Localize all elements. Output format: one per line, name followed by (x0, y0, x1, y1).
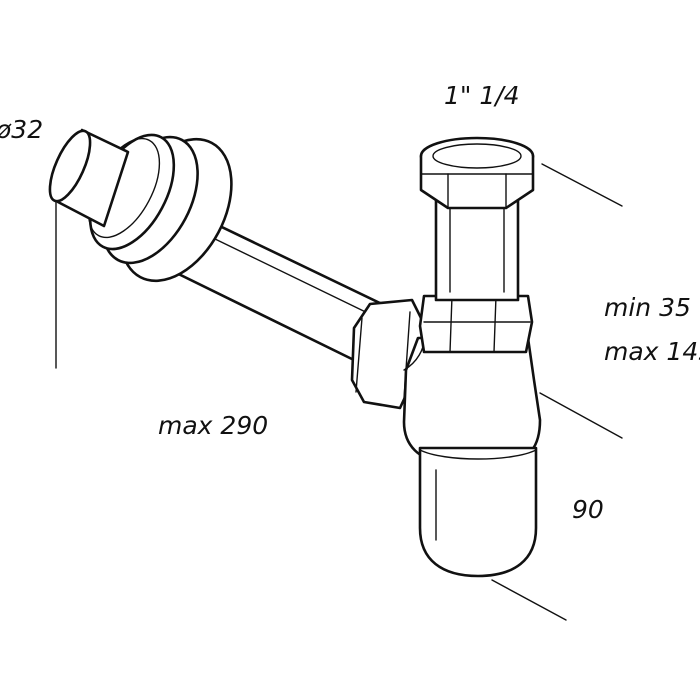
bottle-cup (418, 446, 538, 578)
height-min-label: min 35 (604, 293, 691, 322)
lower-nut (418, 294, 534, 354)
top-nut (419, 136, 535, 210)
length-label: max 290 (158, 411, 268, 440)
thread-size-label: 1" 1/4 (444, 81, 520, 110)
extension-lines (55, 163, 623, 621)
diameter-label: ø32 (0, 115, 43, 144)
wall-stub (48, 128, 130, 228)
height-max-label: max 145 (604, 337, 700, 366)
tail-tube (434, 198, 520, 302)
bottle-body (402, 336, 542, 464)
trap-height-label: 90 (572, 495, 604, 524)
